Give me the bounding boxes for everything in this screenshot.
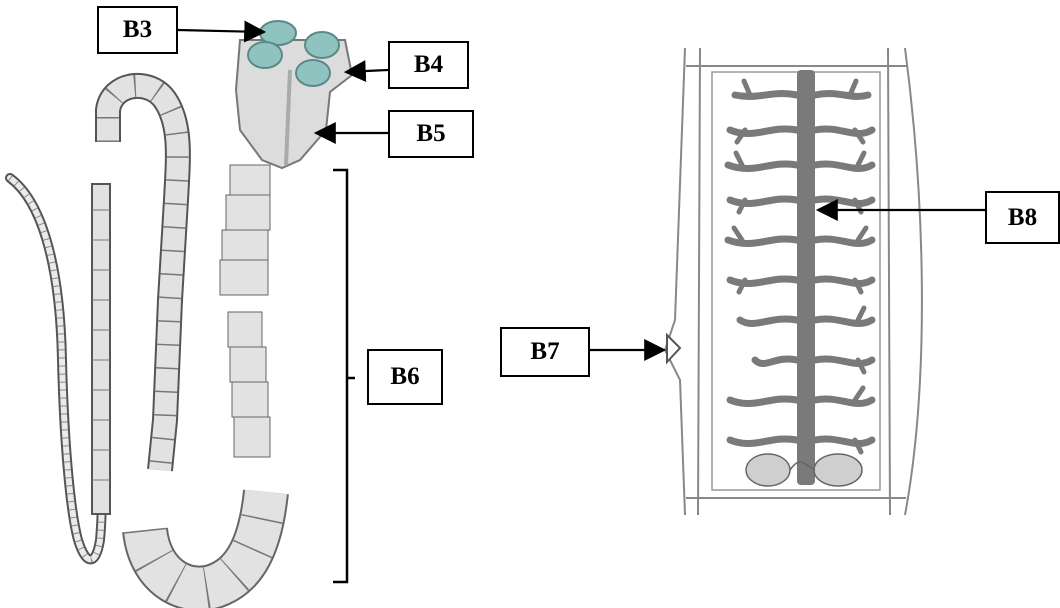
uterus-stem: [797, 70, 815, 485]
arrow-b3: [178, 30, 264, 32]
tapeworm-illustration: [10, 21, 352, 589]
label-b5: B5: [388, 110, 474, 158]
b6-bracket: [333, 170, 355, 582]
label-b3: B3: [97, 6, 178, 54]
gravid-proglottid-chain: [145, 492, 266, 589]
label-b4: B4: [388, 41, 469, 89]
label-b8: B8: [985, 191, 1060, 244]
sucker-right: [305, 32, 339, 58]
label-b6: B6: [367, 349, 443, 405]
sucker-left: [248, 42, 282, 68]
ovary-right: [814, 454, 862, 486]
immature-proglottids: [220, 165, 270, 295]
straight-proglottid-chain: [92, 184, 110, 514]
scolex: [236, 21, 352, 168]
arched-proglottid-chain: [108, 86, 178, 470]
arrow-b4: [346, 70, 388, 72]
mature-proglottids: [228, 312, 270, 457]
ovary-left: [746, 454, 790, 486]
label-b7: B7: [500, 327, 590, 377]
thin-strobila: [10, 178, 102, 560]
sucker-bottom: [296, 60, 330, 86]
proglottid-detail: [620, 40, 950, 520]
